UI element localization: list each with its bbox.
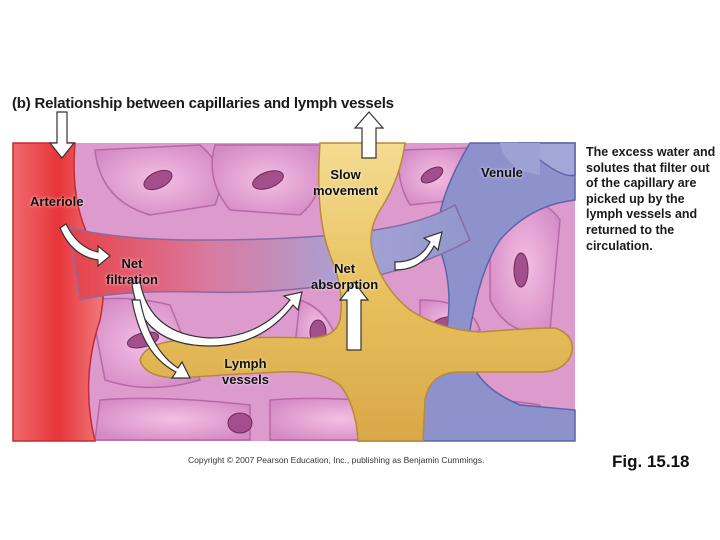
arrow-net-absorption-up <box>338 281 370 351</box>
copyright-notice: Copyright © 2007 Pearson Education, Inc.… <box>188 455 485 465</box>
figure-caption: The excess water and solutes that filter… <box>586 145 716 253</box>
arrow-arteriole-to-capillary <box>59 223 111 268</box>
venule-vessels <box>357 142 576 442</box>
arrow-slow-movement-up <box>353 111 385 159</box>
arrow-net-filtration-loop <box>131 281 303 347</box>
label-slow-movement: Slow movement <box>313 167 379 198</box>
arrow-to-venule <box>394 231 443 271</box>
label-net-filtration: Net filtration <box>106 256 158 287</box>
figure-number: Fig. 15.18 <box>612 452 690 471</box>
label-lymph-vessels: Lymph vessels <box>222 356 269 387</box>
label-arteriole: Arteriole <box>30 194 84 209</box>
label-net-absorption: Net absorption <box>311 261 379 292</box>
label-venule: Venule <box>481 165 523 180</box>
arrow-into-arteriole <box>48 111 76 159</box>
arrow-to-lymph-vessels <box>131 299 191 379</box>
diagram-title: (b) Relationship between capillaries and… <box>12 95 394 112</box>
flow-arrows <box>48 111 443 379</box>
